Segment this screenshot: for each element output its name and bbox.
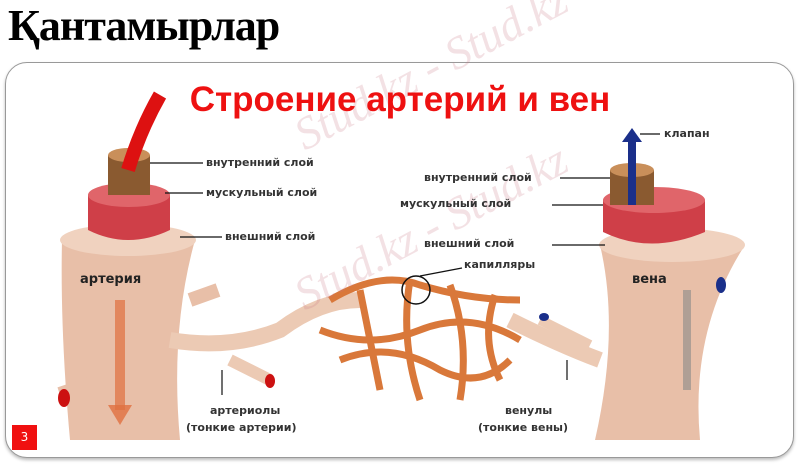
page-title: Қантамырлар xyxy=(8,1,280,50)
arterioles-label: артериолы xyxy=(210,404,281,417)
capillaries-label: капилляры xyxy=(464,258,536,271)
artery-inner-layer-label: внутренний слой xyxy=(206,156,314,169)
slide-number-badge: 3 xyxy=(12,425,37,450)
blood-flow-arrow xyxy=(121,91,167,173)
slide-heading: Строение артерий и вен xyxy=(189,80,611,119)
artery-muscle-layer-label: мускульный слой xyxy=(206,186,318,199)
artery-muscle-layer xyxy=(88,195,170,240)
capillary-callout-circle xyxy=(401,275,431,305)
artery-outer-layer-label: внешний слой xyxy=(225,230,316,243)
vein-label: вена xyxy=(632,272,667,287)
arterioles-note: (тонкие артерии) xyxy=(186,421,297,434)
venules-label: венулы xyxy=(505,404,553,417)
vein-trunk xyxy=(595,245,745,440)
vein-inner-layer-label: внутренний слой xyxy=(424,171,532,184)
artery-trunk xyxy=(61,240,195,440)
vein-outer-layer-label: внешний слой xyxy=(424,237,515,250)
venules-note: (тонкие вены) xyxy=(478,421,569,434)
artery-label: артерия xyxy=(80,272,142,287)
valve-label: клапан xyxy=(664,127,710,140)
capillary-network xyxy=(318,276,522,402)
vein-muscle-layer-label: мускульный слой xyxy=(400,197,512,210)
